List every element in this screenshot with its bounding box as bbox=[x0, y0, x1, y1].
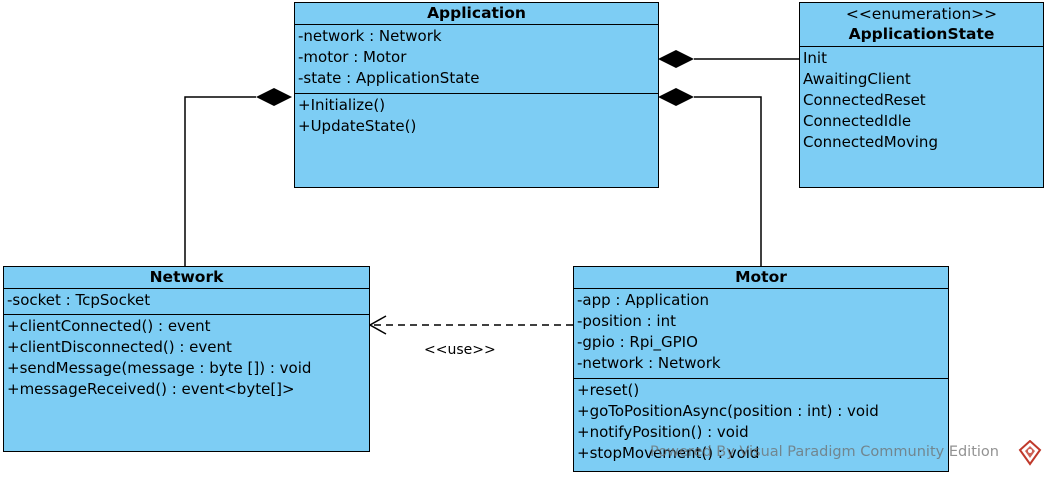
class-network[interactable]: Network -socket : TcpSocket +clientConne… bbox=[3, 266, 370, 452]
operation-row: +goToPositionAsync(position : int) : voi… bbox=[577, 402, 879, 420]
attribute-row: -gpio : Rpi_GPIO bbox=[577, 333, 698, 351]
operation-row: +UpdateState() bbox=[298, 117, 417, 135]
class-application-attributes: -network : Network -motor : Motor -state… bbox=[295, 25, 658, 94]
composition-diamond-applicationstate bbox=[658, 50, 694, 68]
class-motor-operations: +reset() +goToPositionAsync(position : i… bbox=[574, 379, 948, 464]
operation-row: +reset() bbox=[577, 381, 640, 399]
class-motor-header: Motor bbox=[574, 267, 948, 289]
attribute-row: -position : int bbox=[577, 312, 676, 330]
visual-paradigm-logo-icon bbox=[1018, 440, 1042, 466]
attribute-row: -network : Network bbox=[298, 27, 442, 45]
class-network-header: Network bbox=[4, 267, 369, 289]
use-dependency-arrowhead bbox=[368, 315, 387, 335]
class-application-header: Application bbox=[295, 3, 658, 25]
operation-row: +messageReceived() : event<byte[]> bbox=[7, 380, 295, 398]
composition-line-network bbox=[184, 96, 256, 266]
operation-row: +Initialize() bbox=[298, 96, 386, 114]
class-application[interactable]: Application -network : Network -motor : … bbox=[294, 2, 659, 188]
class-motor[interactable]: Motor -app : Application -position : int… bbox=[573, 266, 949, 472]
class-network-attributes: -socket : TcpSocket bbox=[4, 289, 369, 315]
enum-literal: Init bbox=[803, 49, 827, 67]
enum-literal: ConnectedIdle bbox=[803, 112, 912, 130]
enum-applicationstate-name: ApplicationState bbox=[848, 25, 995, 43]
composition-line-motor bbox=[694, 96, 762, 266]
operation-row: +clientConnected() : event bbox=[7, 317, 211, 335]
attribute-row: -state : ApplicationState bbox=[298, 69, 480, 87]
operation-row: +notifyPosition() : void bbox=[577, 423, 749, 441]
enum-applicationstate-header: <<enumeration>> ApplicationState bbox=[800, 3, 1043, 47]
attribute-row: -motor : Motor bbox=[298, 48, 407, 66]
composition-diamond-motor bbox=[658, 88, 694, 106]
enum-literal: ConnectedMoving bbox=[803, 133, 938, 151]
enum-literals: Init AwaitingClient ConnectedReset Conne… bbox=[800, 47, 1043, 153]
enum-stereotype: <<enumeration>> bbox=[845, 5, 998, 23]
class-network-operations: +clientConnected() : event +clientDiscon… bbox=[4, 315, 369, 400]
operation-row: +stopMovement() : void bbox=[577, 444, 760, 462]
operation-row: +clientDisconnected() : event bbox=[7, 338, 232, 356]
class-application-name: Application bbox=[427, 4, 526, 22]
class-motor-name: Motor bbox=[735, 268, 787, 286]
class-motor-attributes: -app : Application -position : int -gpio… bbox=[574, 289, 948, 379]
attribute-row: -network : Network bbox=[577, 354, 721, 372]
attribute-row: -socket : TcpSocket bbox=[7, 291, 151, 309]
use-dependency-label: <<use>> bbox=[424, 342, 496, 358]
attribute-row: -app : Application bbox=[577, 291, 710, 309]
operation-row: +sendMessage(message : byte []) : void bbox=[7, 359, 312, 377]
enum-applicationstate[interactable]: <<enumeration>> ApplicationState Init Aw… bbox=[799, 2, 1044, 188]
class-application-operations: +Initialize() +UpdateState() bbox=[295, 94, 658, 137]
class-network-name: Network bbox=[149, 268, 224, 286]
composition-diamond-network bbox=[256, 88, 292, 106]
watermark-text: Powered By Visual Paradigm Community Edi… bbox=[650, 444, 999, 460]
enum-literal: AwaitingClient bbox=[803, 70, 911, 88]
enum-literal: ConnectedReset bbox=[803, 91, 926, 109]
